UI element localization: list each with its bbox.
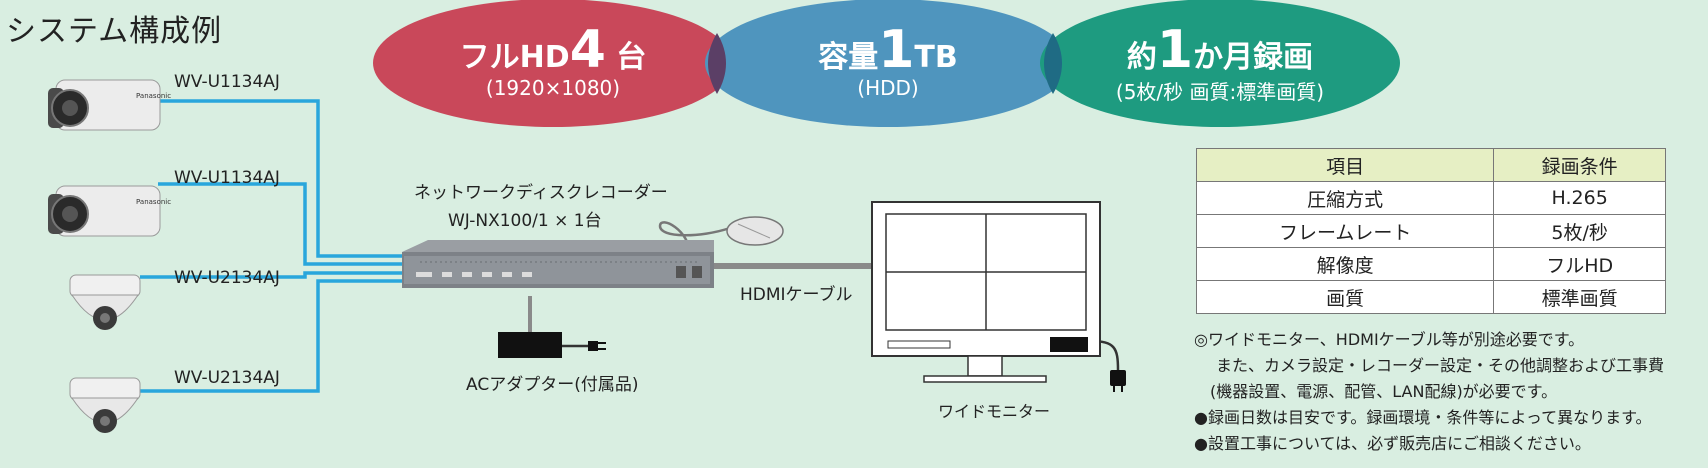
monitor-icon xyxy=(871,201,1101,383)
table-row: フレームレート 5枚/秒 xyxy=(1195,214,1666,248)
svg-text:Panasonic: Panasonic xyxy=(136,198,171,206)
camera-label-1: WV-U1134AJ xyxy=(174,72,280,92)
recorder-name: ネットワークディスクレコーダー xyxy=(414,183,668,203)
table-cell: 5枚/秒 xyxy=(1493,214,1666,248)
camera-label-3: WV-U2134AJ xyxy=(174,268,280,288)
table-cell: 画質 xyxy=(1195,280,1495,314)
ellipse-red xyxy=(373,0,733,127)
page-title: システム構成例 xyxy=(6,14,223,49)
note-1: ◎ワイドモニター、HDMIケーブル等が別途必要です。 xyxy=(1194,330,1585,349)
table-row: 解像度 フルHD xyxy=(1195,247,1666,281)
recorder-model: WJ-NX100/1 × 1台 xyxy=(448,211,602,231)
table-row: 圧縮方式 H.265 xyxy=(1195,181,1666,215)
ellipse-blue xyxy=(705,0,1071,127)
table-header-row: 項目 録画条件 xyxy=(1195,148,1666,182)
camera-label-4: WV-U2134AJ xyxy=(174,368,280,388)
camera-label-2: WV-U1134AJ xyxy=(174,168,280,188)
hdmi-label: HDMIケーブル xyxy=(740,285,853,305)
table-cell: H.265 xyxy=(1493,181,1666,215)
dome-camera-2 xyxy=(69,377,141,433)
box-camera-2: Panasonic xyxy=(48,185,171,237)
table-cell: フルHD xyxy=(1493,247,1666,281)
table-cell: 標準画質 xyxy=(1493,280,1666,314)
svg-text:Panasonic: Panasonic xyxy=(136,92,171,100)
ac-adapter-icon xyxy=(498,332,562,358)
box-camera-1: Panasonic xyxy=(48,79,171,131)
note-2: また、カメラ設定・レコーダー設定・その他調整および工事費 xyxy=(1216,356,1665,375)
note-4: ●録画日数は目安です。録画環境・条件等によって異なります。 xyxy=(1194,408,1652,427)
lan-cables xyxy=(140,99,408,393)
monitor-label: ワイドモニター xyxy=(938,402,1051,421)
table-header: 録画条件 xyxy=(1493,148,1666,182)
mouse-cable xyxy=(658,221,731,256)
recording-conditions-table: 項目 録画条件 圧縮方式 H.265 フレームレート 5枚/秒 解像度 フルHD… xyxy=(1195,148,1666,314)
bubble-3: 約1か月録画 (5枚/秒 画質:標準画質) xyxy=(1115,20,1325,104)
bubble-2: 容量1TB (HDD) xyxy=(818,20,958,100)
table-cell: フレームレート xyxy=(1195,214,1495,248)
recorder-device xyxy=(402,240,714,288)
table-header: 項目 xyxy=(1195,148,1495,182)
dome-camera-1 xyxy=(69,274,141,330)
note-5: ●設置工事については、必ず販売店にご相談ください。 xyxy=(1194,434,1591,453)
table-row: 画質 標準画質 xyxy=(1195,280,1666,314)
ellipse-green xyxy=(1040,0,1400,127)
note-3: (機器設置、電源、配管、LAN配線)が必要です。 xyxy=(1210,382,1558,401)
bubble-1: フルHD4 台 (1920×1080) xyxy=(459,20,647,100)
adapter-label: ACアダプター(付属品) xyxy=(466,375,639,395)
table-cell: 解像度 xyxy=(1195,247,1495,281)
table-cell: 圧縮方式 xyxy=(1195,181,1495,215)
